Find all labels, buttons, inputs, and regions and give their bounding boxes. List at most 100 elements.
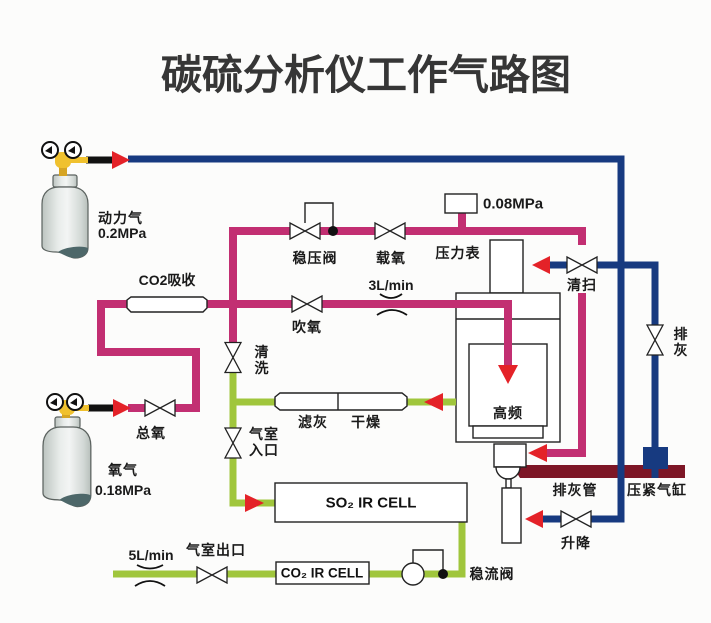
flow-regulator-body xyxy=(401,562,425,586)
arrow-right-icon xyxy=(113,399,131,417)
carrier-oxygen-line xyxy=(229,227,586,345)
co2-ir-cell: CO₂ IR CELL xyxy=(275,561,370,585)
so2-ir-cell: SO₂ IR CELL xyxy=(274,482,468,523)
furnace-base-plate xyxy=(472,425,544,439)
power-gas-name: 动力气 xyxy=(98,210,143,226)
blow-oxygen-line xyxy=(233,300,512,367)
valve-icon xyxy=(374,221,406,241)
arrow-left-icon xyxy=(528,444,547,462)
dryer-label: 干燥 xyxy=(351,414,381,430)
pressure-gauge-reading: 0.08MPa xyxy=(483,196,544,213)
ash-discharge-label-line2: 灰 xyxy=(674,342,689,358)
regulator-feedback-line xyxy=(304,202,334,231)
ash-filter-label: 滤灰 xyxy=(298,414,328,430)
lift-stem xyxy=(505,478,512,489)
furnace-label: 高频 xyxy=(493,405,523,421)
ash-pipe-body xyxy=(512,465,685,478)
valve-carrier-oxygen xyxy=(374,221,406,241)
oxygen-pressure: 0.18MPa xyxy=(95,482,151,498)
co2-cell-label: CO₂ IR CELL xyxy=(281,566,364,581)
clean-label-line2: 洗 xyxy=(255,360,270,376)
arrow-left-icon xyxy=(424,393,443,411)
flow-regulator-feedback-line xyxy=(412,549,444,574)
valve-icon xyxy=(223,341,243,374)
feed-pipes xyxy=(86,156,115,412)
valve-icon xyxy=(223,427,243,459)
co2-absorber-tube xyxy=(126,296,208,313)
flow-arrows xyxy=(112,151,550,528)
oxygen-pipes xyxy=(97,213,586,457)
so2-cell-box xyxy=(274,482,468,523)
co2-cell-box xyxy=(275,561,370,585)
arrow-down-icon xyxy=(498,365,518,384)
outlet-flow-rate: 5L/min xyxy=(128,547,173,563)
diagram-title: 碳硫分析仪工作气路图 xyxy=(161,51,571,99)
pressure-gauge-box xyxy=(444,193,478,214)
valve-cell-outlet xyxy=(196,565,228,585)
ash-pipe xyxy=(512,465,685,478)
clean-label-line1: 清 xyxy=(255,344,270,360)
blow-oxygen-label: 吹氧 xyxy=(292,319,322,335)
ash-discharge-label-line1: 排 xyxy=(674,326,689,342)
oxygen-supply-line xyxy=(97,300,233,412)
furnace-top-column xyxy=(489,239,524,294)
pressure-dial-icon xyxy=(64,141,82,159)
flow-restrictor-outlet xyxy=(134,564,166,587)
purge-oxygen-line xyxy=(546,293,586,457)
cylinder-neck xyxy=(52,174,78,188)
valve-blow-oxygen xyxy=(291,294,323,314)
arrow-right-icon xyxy=(245,494,264,512)
ash-pipe-label: 排灰管 xyxy=(553,482,598,498)
pressure-dial-icon xyxy=(66,393,84,411)
cylinder-base xyxy=(58,246,88,258)
clamp-cylinder-label: 压紧气缸 xyxy=(627,482,687,498)
power-gas-pressure: 0.2MPa xyxy=(98,225,146,241)
ash-lift-assembly xyxy=(493,443,527,544)
pressure-regulator-label: 稳压阀 xyxy=(293,250,338,266)
lift-cylinder xyxy=(501,487,522,544)
valve-icon xyxy=(291,294,323,314)
pressure-gauge-label: 压力表 xyxy=(436,245,481,261)
cell-outlet-label: 气室出口 xyxy=(185,542,246,558)
valve-icon xyxy=(645,324,665,356)
oxygen-name: 氧气 xyxy=(107,462,138,478)
regulator-head xyxy=(46,393,89,418)
so2-cell-label: SO₂ IR CELL xyxy=(326,495,417,512)
regulator-stem xyxy=(59,164,67,176)
carrier-flow-rate: 3L/min xyxy=(368,277,413,293)
oxygen-cylinder xyxy=(42,393,92,508)
cell-outlet-line xyxy=(113,522,466,578)
restrictor-arc-lower xyxy=(376,309,408,316)
restrictor-arc-upper xyxy=(136,564,164,570)
flow-regulator xyxy=(401,549,448,586)
purge-label: 清扫 xyxy=(567,277,597,293)
main-oxygen-label: 总氧 xyxy=(136,425,166,441)
cell-inlet-label-line1: 气室 xyxy=(248,426,279,442)
flow-restrictor-carrier xyxy=(376,293,408,316)
valve-icon xyxy=(144,398,176,418)
clamp-cylinder-block xyxy=(643,447,668,469)
flow-regulator-label: 稳流阀 xyxy=(470,566,515,582)
lift-label: 升降 xyxy=(561,535,591,551)
valve-icon xyxy=(566,255,598,275)
cell-inlet-label-line2: 入口 xyxy=(249,442,279,458)
restrictor-arc-upper xyxy=(379,293,403,299)
regulator-sense-dot xyxy=(328,226,338,236)
valve-ash-discharge xyxy=(645,324,665,356)
regulator-outlet xyxy=(66,157,88,163)
co2-absorber-label: CO2吸收 xyxy=(139,272,197,288)
valve-cell-inlet xyxy=(223,427,243,459)
valve-clean xyxy=(223,341,243,374)
filter-tube-body xyxy=(274,392,408,411)
restrictor-arc-lower xyxy=(134,580,166,587)
valve-main-oxygen xyxy=(144,398,176,418)
pressure-regulator-feedback xyxy=(304,202,338,236)
crucible-seat-box xyxy=(493,443,527,468)
arrow-left-icon xyxy=(525,510,543,528)
valve-purge xyxy=(566,255,598,275)
valve-lift xyxy=(560,509,592,529)
power-gas-cylinder xyxy=(41,141,89,259)
valve-icon xyxy=(560,509,592,529)
flow-regulator-sense-dot xyxy=(438,569,448,579)
